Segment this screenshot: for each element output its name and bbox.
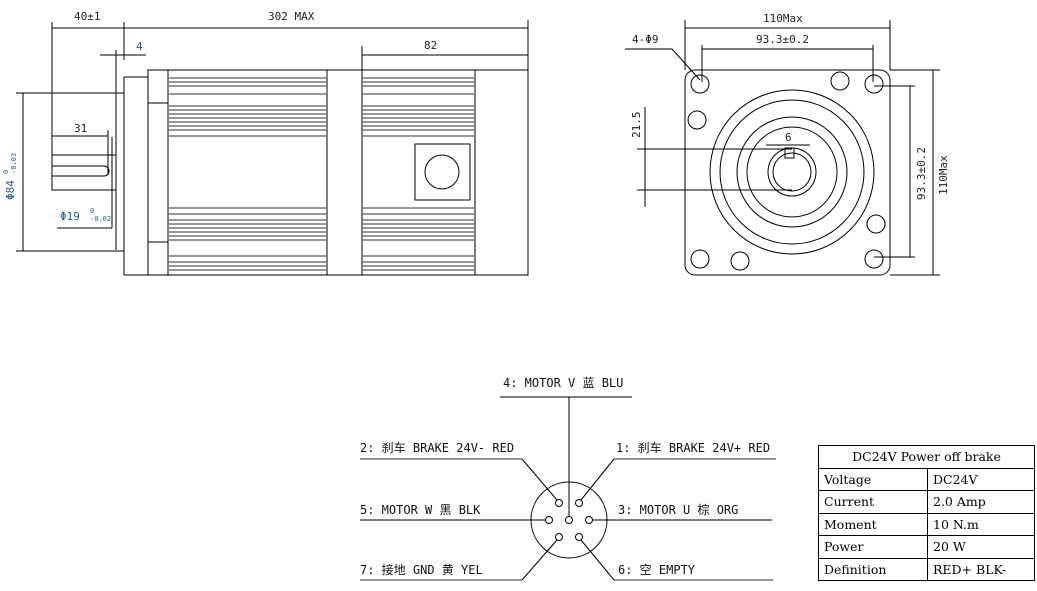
row-key: Definition xyxy=(818,557,928,581)
pin-4-label: 4: MOTOR V 蓝 BLU xyxy=(503,376,623,390)
pin-3-label: 3: MOTOR U 棕 ORG xyxy=(618,502,738,517)
row-value: DC24V xyxy=(927,467,1035,491)
dim-6: 6 xyxy=(785,131,792,144)
table-title: DC24V Power off brake xyxy=(818,445,1035,469)
connector-plug-icon xyxy=(414,143,471,201)
pin-7-label: 7: 接地 GND 黄 YEL xyxy=(360,562,483,577)
pin-1-label: 1: 刹车 BRAKE 24V+ RED xyxy=(616,440,770,455)
pin-6-label: 6: 空 EMPTY xyxy=(618,563,696,577)
front-view: 110Max 93.3±0.2 4-Φ9 21.5 6 93.3±0.2 110… xyxy=(625,12,950,276)
row-value: 20 W xyxy=(927,535,1035,559)
dim-phi19-tol-upper: 0 xyxy=(90,207,94,215)
dim-31: 31 xyxy=(74,122,87,135)
dim-phi19-tol-lower: -0.02 xyxy=(90,215,111,223)
row-key: Power xyxy=(818,535,928,559)
connector-pinout: 4: MOTOR V 蓝 BLU 2: 刹车 BRAKE 24V- RED 1:… xyxy=(360,376,776,581)
side-view: 40±1 302 MAX 4 82 Φ84 0 -0.03 31 Φ19 0 -… xyxy=(2,10,529,276)
pin-2-label: 2: 刹车 BRAKE 24V- RED xyxy=(360,440,514,455)
row-key: Current xyxy=(818,490,928,514)
dim-110-v: 110Max xyxy=(937,155,950,195)
row-value: 2.0 Amp xyxy=(927,490,1035,514)
dim-4: 4 xyxy=(136,40,143,53)
dim-302: 302 MAX xyxy=(268,10,315,23)
dim-82: 82 xyxy=(424,39,437,52)
dim-93-h: 93.3±0.2 xyxy=(756,33,809,46)
pin-5-label: 5: MOTOR W 黑 BLK xyxy=(360,503,481,517)
dim-phi19: Φ19 xyxy=(60,210,80,223)
dim-21-5: 21.5 xyxy=(630,112,643,139)
dim-40: 40±1 xyxy=(74,10,101,23)
row-key: Moment xyxy=(818,512,928,536)
dim-93-v: 93.3±0.2 xyxy=(915,147,928,200)
dim-phi84: Φ84 xyxy=(4,180,17,200)
row-value: RED+ BLK- xyxy=(927,557,1035,581)
row-value: 10 N.m xyxy=(927,512,1035,536)
row-key: Voltage xyxy=(818,467,928,491)
dim-4-phi9: 4-Φ9 xyxy=(632,33,659,46)
dim-110-h: 110Max xyxy=(763,12,803,25)
dim-phi84-tol-lower: -0.03 xyxy=(10,153,18,174)
dim-phi84-tol-upper: 0 xyxy=(2,170,10,174)
